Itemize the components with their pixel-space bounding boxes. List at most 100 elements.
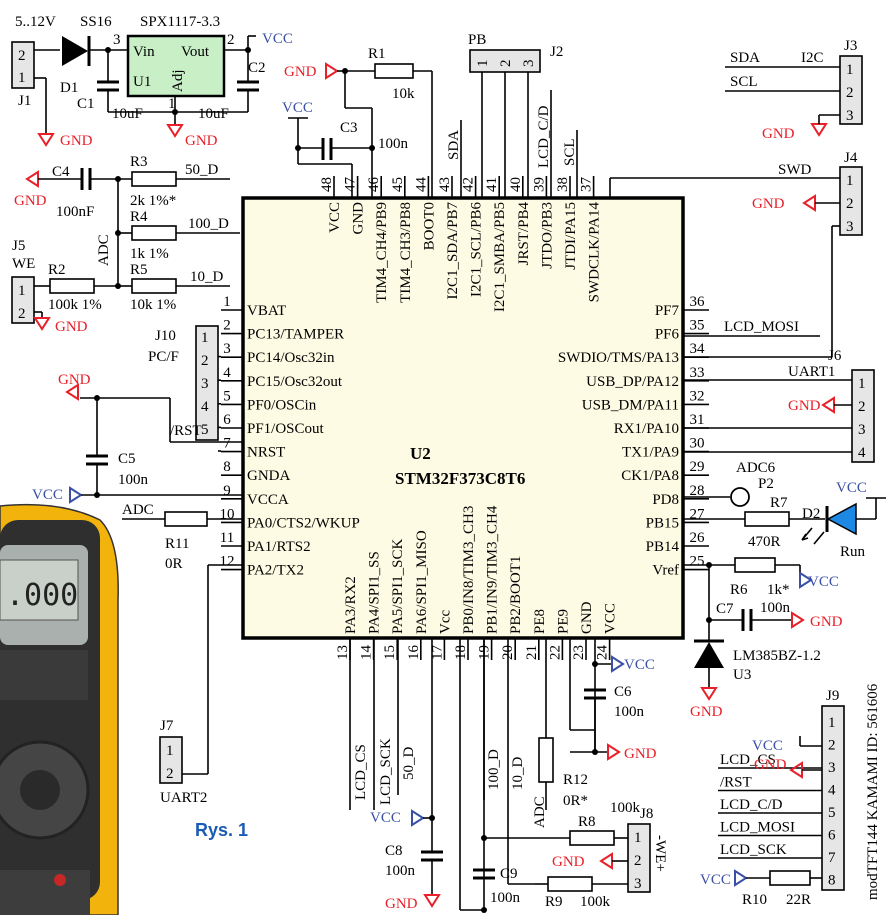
j7-name: UART2 [160, 790, 207, 806]
net-adc6: ADC6 [736, 460, 776, 476]
gnd-label-u3: GND [690, 704, 723, 720]
r10-label: R10 [742, 892, 767, 908]
pin-name: GND [351, 202, 367, 235]
d2-label: D2 [802, 506, 820, 522]
pin-number: 9 [223, 483, 231, 499]
r1-value: 10k [392, 86, 415, 102]
pin-number: 13 [335, 645, 351, 660]
j10-pin-number: 3 [201, 376, 209, 392]
pin-name: CK1/PA8 [621, 468, 679, 484]
pin-number: 15 [382, 645, 398, 660]
svg-text:Adj: Adj [170, 70, 186, 93]
resistor-r3 [131, 171, 177, 187]
input-voltage-label: 5..12V [15, 14, 56, 30]
c1-label: C1 [77, 96, 95, 112]
p2-label: P2 [758, 476, 774, 492]
resistor-r4 [131, 225, 177, 241]
r1-label: R1 [368, 46, 386, 62]
svg-text:2: 2 [18, 306, 26, 322]
pin-name: I2C1_SCL/PB6 [469, 202, 485, 298]
pin-number: 40 [508, 177, 524, 192]
j8-label: J8 [640, 806, 653, 822]
pin-name: PA1/RTS2 [247, 539, 311, 555]
gnd-label-j9: GND [754, 757, 787, 773]
j9-net-label: LCD_SCK [720, 842, 787, 858]
bottom-section: LCD_CS LCD_SCK 50_D 100_D 10_D ADC VCC G… [349, 638, 668, 913]
pin-name: SWDIO/TMS/PA13 [558, 350, 679, 366]
c2-value: 10uF [198, 106, 229, 122]
svg-text:1: 1 [846, 62, 854, 78]
diode-ss16-label: SS16 [80, 14, 112, 30]
j10-pin-number: 1 [201, 330, 209, 346]
resistor-r12 [538, 737, 554, 783]
pin-number: 38 [555, 177, 571, 192]
vcc-label-j9: VCC [752, 738, 783, 754]
vcc-label-r10: VCC [700, 872, 731, 888]
r2-value: 100k 1% [48, 297, 102, 313]
c9-value: 100n [490, 890, 521, 906]
pin-number: 11 [220, 530, 234, 546]
pin-number: 27 [690, 506, 706, 522]
ic-right-pins: 36PF735PF634SWDIO/TMS/PA1333USB_DP/PA123… [558, 294, 709, 579]
net-lcdcd-top: LCD_C/D [536, 105, 552, 168]
pin-name: TIM4_CH4/PB9 [374, 202, 390, 303]
ic-top-pins: 48VCC47GND46TIM4_CH4/PB945TIM4_CH3/PB844… [319, 176, 603, 312]
gnd-label-c8: GND [385, 896, 418, 912]
pin-number: 12 [220, 554, 235, 570]
pin-name: PC15/Osc32out [247, 374, 343, 390]
pin-number: 25 [690, 554, 705, 570]
svg-text:U1: U1 [133, 74, 151, 90]
pin-name: VCC [327, 202, 343, 233]
pin-name: TIM4_CH3/PB8 [398, 202, 414, 303]
resistor-r1 [374, 63, 414, 79]
pin-name: PB15 [646, 515, 679, 531]
u3-part: LM385BZ-1.2 [733, 648, 821, 664]
pin-name: VBAT [247, 303, 286, 319]
r9-value: 100k [580, 894, 611, 910]
pin-name: PE9 [555, 609, 571, 634]
pin-number: 44 [413, 177, 429, 193]
boot0-decoupling-section: GND R1 10k VCC C3 100n [282, 46, 433, 198]
pin-number: 14 [359, 645, 375, 661]
c5-label: C5 [118, 451, 136, 467]
run-label: Run [840, 544, 866, 560]
resistor-r9 [547, 876, 593, 892]
j10-pin-number: 2 [201, 353, 209, 369]
top-right-connectors: PB 1 2 3 J2 SDA LCD_C/D SCL SDA SCL I2C … [446, 32, 863, 358]
j10-name: PC/F [148, 349, 179, 365]
gnd-label-r1: GND [284, 64, 317, 80]
pin-number: 23 [571, 645, 587, 660]
vcc-label-c3: VCC [282, 100, 313, 116]
j9-pin-number: 4 [828, 783, 836, 799]
pin-name: RX1/PA10 [614, 421, 679, 437]
j9-net-label: LCD_CS [720, 752, 776, 768]
vcc-label-r6: VCC [808, 574, 839, 590]
pin-number: 1 [223, 294, 231, 310]
gnd-label-j3: GND [762, 126, 795, 142]
r7-value: 470R [748, 534, 781, 550]
diode-d1 [62, 36, 88, 66]
ic-ref: U2 [410, 444, 431, 463]
j9-pin-number: 7 [828, 850, 836, 866]
pin-number: 33 [690, 365, 705, 381]
svg-text:Vout: Vout [181, 44, 210, 60]
j10-label: J10 [155, 328, 176, 344]
pin-name: SWDCLK/PA14 [587, 202, 603, 303]
c1-value: 10uF [112, 106, 143, 122]
pb-label: PB [468, 32, 486, 48]
pin-number: 41 [484, 177, 500, 192]
reference-u3 [694, 642, 724, 668]
net-lcd-cs: LCD_CS [353, 744, 369, 800]
r2-label: R2 [48, 262, 66, 278]
pin-name: Vcc [437, 610, 453, 634]
j7-label: J7 [160, 718, 174, 734]
j9-pin-number: 5 [828, 805, 836, 821]
connector-j10 [195, 325, 219, 441]
svg-text:2: 2 [498, 60, 514, 68]
svg-text:1: 1 [634, 830, 642, 846]
i2c-label: I2C [801, 50, 824, 66]
vcc-label-c6: VCC [624, 657, 655, 673]
u3-label: U3 [733, 667, 751, 683]
gnd-label-c6: GND [624, 746, 657, 762]
